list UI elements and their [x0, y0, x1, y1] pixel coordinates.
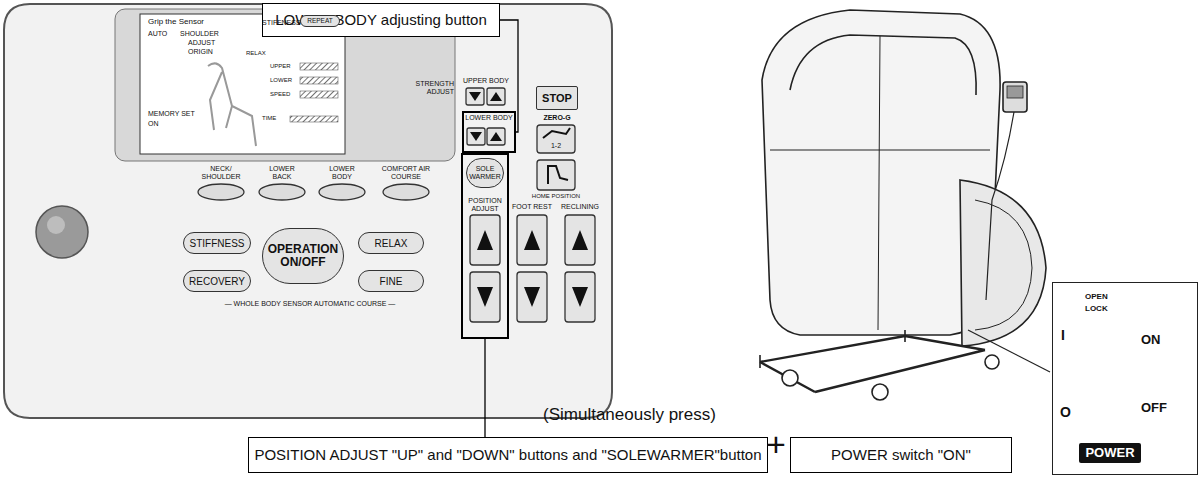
repeat-indicator: REPEAT [300, 15, 340, 27]
leader-line [484, 339, 485, 437]
control-panel [4, 4, 612, 418]
panel-label: STIFFNESS [262, 19, 301, 27]
sole-warmer-button: SOLE WARMER [466, 158, 504, 188]
panel-label: RELAX [246, 50, 266, 57]
node-text: POSITION ADJUST [463, 197, 507, 212]
node-text: RELAX [375, 238, 408, 249]
leader-line [968, 330, 1050, 372]
panel-label: SHOULDER [180, 30, 219, 38]
panel-label: COMFORT AIR COURSE [381, 165, 431, 180]
course-button: RELAX [358, 232, 424, 254]
course-button: FINE [358, 270, 424, 292]
panel-label: TIME [262, 115, 276, 122]
course-button: RECOVERY [183, 270, 251, 292]
node-text: LOWER BODY [465, 114, 512, 122]
node-text: RECOVERY [189, 276, 245, 287]
node-text: REPEAT [307, 17, 333, 24]
node-text: OPERATION ON/OFF [266, 243, 340, 269]
panel-label: ADJUST [188, 39, 215, 47]
node-text: POWER switch "ON" [831, 447, 971, 464]
callout-box: POSITION ADJUST "UP" and "DOWN" buttons … [248, 437, 768, 473]
course-button: STIFFNESS [183, 232, 251, 254]
panel-label: STRENGTH ADJUST [408, 80, 454, 95]
panel-label: FOOT REST [510, 203, 554, 211]
node-text: POWER [1085, 446, 1134, 460]
power-label: POWER [1079, 443, 1141, 463]
node-text: STIFFNESS [189, 238, 244, 249]
panel-label: ON [148, 120, 159, 128]
node-text: O [1060, 405, 1071, 420]
node-text: POSITION ADJUST "UP" and "DOWN" buttons … [254, 447, 761, 464]
highlight-box: LOWER BODY [462, 111, 516, 153]
node-text: SOLE WARMER [469, 165, 501, 180]
node-text: I [1061, 328, 1065, 343]
panel-label: RECLINING [556, 203, 604, 211]
panel-label: AUTO [148, 30, 167, 38]
node-text: LOCK [1085, 305, 1108, 314]
panel-label: + [766, 426, 786, 463]
power-inset: OPEN LOCK I ON O OFF POWER [1052, 282, 1198, 475]
callout-box: POWER switch "ON" [790, 437, 1012, 473]
node-text: OPEN [1085, 293, 1108, 302]
panel-label: NECK/ SHOULDER [196, 165, 246, 180]
panel-label: LOWER BODY [320, 165, 364, 180]
panel-label: (Simultaneously press) [543, 406, 716, 425]
stop-button: STOP [536, 86, 578, 110]
panel-label: — WHOLE BODY SENSOR AUTOMATIC COURSE — [170, 300, 450, 308]
panel-label: ZERO-G [532, 114, 582, 122]
panel-label: UPPER BODY [460, 77, 512, 85]
massage-chair [760, 10, 1046, 400]
node-text: STOP [542, 92, 572, 104]
panel-label: UPPER [270, 63, 291, 70]
panel-label: HOME POSITION [528, 193, 584, 200]
operation-button: OPERATION ON/OFF [262, 228, 344, 284]
panel-label: 1-2 [537, 142, 575, 150]
node-text: FINE [380, 276, 403, 287]
panel-label: Grip the Sensor [148, 18, 204, 27]
node-text: OFF [1141, 401, 1167, 415]
panel-label: MEMORY SET [148, 110, 195, 118]
panel-label: ORIGIN [188, 48, 213, 56]
grip-sensor [36, 206, 88, 258]
node-text: ON [1141, 333, 1161, 347]
highlight-box: POSITION ADJUST SOLE WARMER [461, 153, 509, 339]
panel-label: SPEED [270, 91, 290, 98]
panel-label: LOWER [270, 77, 292, 84]
panel-label: LOWER BACK [260, 165, 304, 180]
